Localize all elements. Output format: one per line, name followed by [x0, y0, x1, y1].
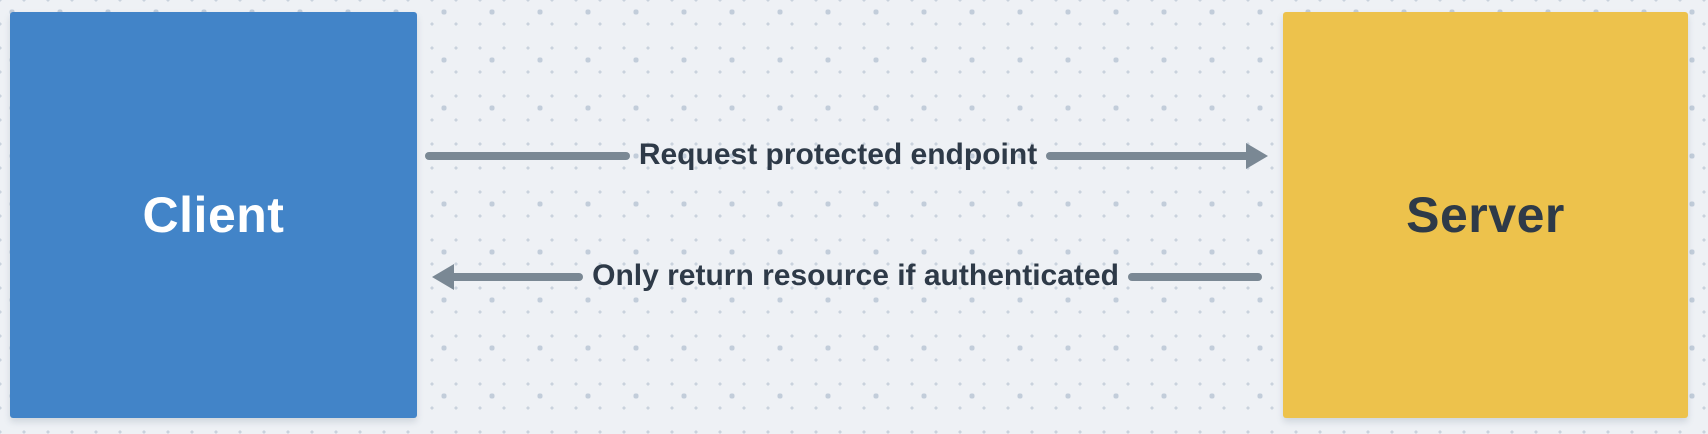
- request-arrow-label: Request protected endpoint: [638, 137, 1038, 171]
- request-arrow: Request protected endpoint: [425, 137, 1269, 171]
- response-arrow-line-left: [449, 273, 584, 281]
- response-arrow: Only return resource if authenticated: [432, 258, 1263, 292]
- server-node-label: Server: [1406, 187, 1565, 243]
- server-node: Server: [1283, 12, 1688, 418]
- response-arrow-line-right: [1127, 273, 1263, 281]
- request-arrow-line-left: [425, 152, 630, 160]
- client-node: Client: [10, 12, 417, 418]
- arrowhead-left-icon: [432, 264, 454, 290]
- request-arrow-line-right: [1046, 152, 1252, 160]
- arrowhead-right-icon: [1246, 143, 1269, 169]
- client-node-label: Client: [142, 187, 285, 243]
- response-arrow-label: Only return resource if authenticated: [592, 258, 1119, 292]
